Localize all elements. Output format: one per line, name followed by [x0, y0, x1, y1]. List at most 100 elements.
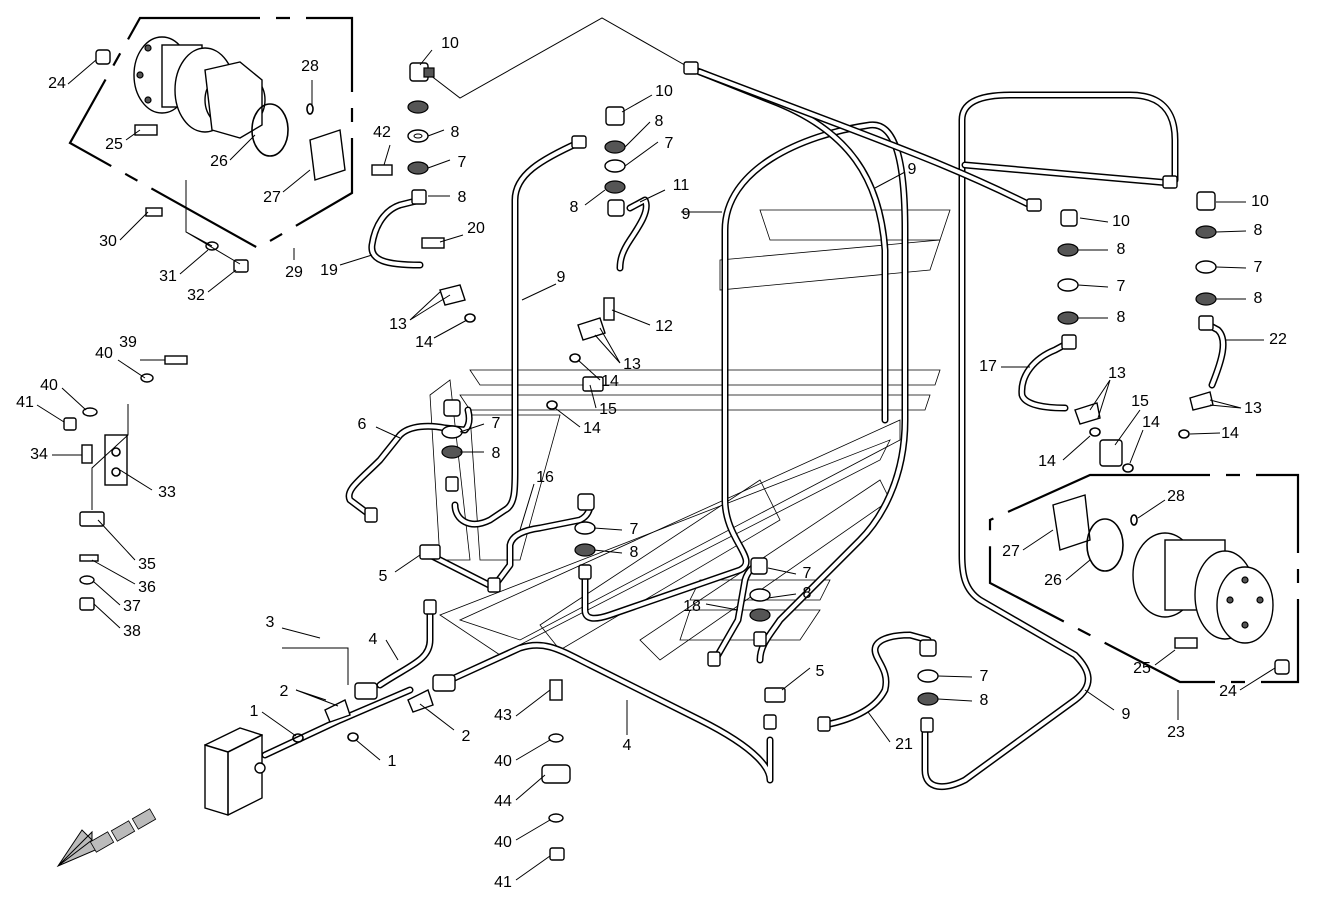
callout-41: 41	[16, 394, 34, 411]
clamp-stack	[541, 679, 571, 861]
callout-43: 43	[494, 707, 512, 724]
callout-4: 4	[623, 737, 632, 754]
callout-26: 26	[210, 153, 228, 170]
short-hoses	[261, 196, 1227, 784]
callout-7: 7	[1117, 278, 1126, 295]
callout-8: 8	[458, 189, 467, 206]
callout-24: 24	[1219, 683, 1237, 700]
callout-10: 10	[1112, 213, 1130, 230]
callout-16: 16	[536, 469, 554, 486]
callout-38: 38	[123, 623, 141, 640]
callout-14: 14	[583, 420, 601, 437]
callout-37: 37	[123, 598, 141, 615]
callout-27: 27	[1002, 543, 1020, 560]
callout-3: 3	[266, 614, 275, 631]
callout-30: 30	[99, 233, 117, 250]
callout-21: 21	[895, 736, 913, 753]
callout-22: 22	[1269, 331, 1287, 348]
callout-39: 39	[119, 334, 137, 351]
callout-33: 33	[158, 484, 176, 501]
callout-15: 15	[1131, 393, 1149, 410]
right-motor-box	[988, 473, 1300, 684]
callout-18: 18	[683, 598, 701, 615]
callout-44: 44	[494, 793, 512, 810]
callout-7: 7	[980, 668, 989, 685]
callout-13: 13	[623, 356, 641, 373]
callout-25: 25	[105, 136, 123, 153]
callout-27: 27	[263, 189, 281, 206]
callout-19: 19	[320, 262, 338, 279]
callout-10: 10	[441, 35, 459, 52]
callout-7: 7	[1254, 259, 1263, 276]
callout-12: 12	[655, 318, 673, 335]
callout-8: 8	[630, 544, 639, 561]
fittings	[292, 61, 1217, 743]
callout-42: 42	[373, 124, 391, 141]
callout-14: 14	[415, 334, 433, 351]
callout-13: 13	[1244, 400, 1262, 417]
callout-34: 34	[30, 446, 48, 463]
watermark-logo	[429, 209, 951, 661]
callout-4: 4	[369, 631, 378, 648]
callout-15: 15	[599, 401, 617, 418]
callout-40: 40	[494, 834, 512, 851]
callout-13: 13	[389, 316, 407, 333]
callout-41: 41	[494, 874, 512, 891]
callout-8: 8	[1117, 309, 1126, 326]
callout-14: 14	[1038, 453, 1056, 470]
callout-23: 23	[1167, 724, 1185, 741]
callout-9: 9	[557, 269, 566, 286]
callout-8: 8	[1254, 290, 1263, 307]
callout-8: 8	[655, 113, 664, 130]
callout-14: 14	[601, 373, 619, 390]
callout-5: 5	[379, 568, 388, 585]
top-left-motor-box	[68, 16, 354, 250]
right-motor	[1052, 494, 1290, 675]
callout-40: 40	[40, 377, 58, 394]
callout-11: 11	[673, 177, 690, 194]
callout-9: 9	[682, 206, 691, 223]
callout-40: 40	[494, 753, 512, 770]
callout-7: 7	[803, 565, 812, 582]
callout-14: 14	[1142, 414, 1160, 431]
callout-7: 7	[492, 415, 501, 432]
callout-2: 2	[462, 728, 471, 745]
callout-10: 10	[655, 83, 673, 100]
leader-line	[429, 17, 691, 99]
callout-13: 13	[1108, 365, 1126, 382]
callout-32: 32	[187, 287, 205, 304]
callout-8: 8	[1254, 222, 1263, 239]
valve-manifold	[204, 727, 266, 816]
callout-24: 24	[48, 75, 66, 92]
callout-29: 29	[285, 264, 303, 281]
callout-7: 7	[630, 521, 639, 538]
callout-35: 35	[138, 556, 156, 573]
callout-6: 6	[358, 416, 367, 433]
callout-1: 1	[250, 703, 259, 720]
callout-31: 31	[159, 268, 177, 285]
callout-8: 8	[451, 124, 460, 141]
callout-7: 7	[458, 154, 467, 171]
callout-25: 25	[1133, 660, 1151, 677]
callout-36: 36	[138, 579, 156, 596]
callout-28: 28	[1167, 488, 1185, 505]
callout-5: 5	[816, 663, 825, 680]
callout-leaders	[36, 49, 1276, 881]
callout-10: 10	[1251, 193, 1269, 210]
callout-26: 26	[1044, 572, 1062, 589]
hose-9-group	[451, 64, 1179, 791]
callout-9: 9	[1122, 706, 1131, 723]
callout-8: 8	[570, 199, 579, 216]
callout-20: 20	[467, 220, 485, 237]
callout-8: 8	[1117, 241, 1126, 258]
top-left-motor	[95, 36, 346, 181]
callout-7: 7	[665, 135, 674, 152]
bracket-assembly	[63, 207, 249, 611]
callout-14: 14	[1221, 425, 1239, 442]
callout-1: 1	[388, 753, 397, 770]
direction-arrow-icon	[56, 808, 157, 868]
callout-2: 2	[280, 683, 289, 700]
callout-40: 40	[95, 345, 113, 362]
